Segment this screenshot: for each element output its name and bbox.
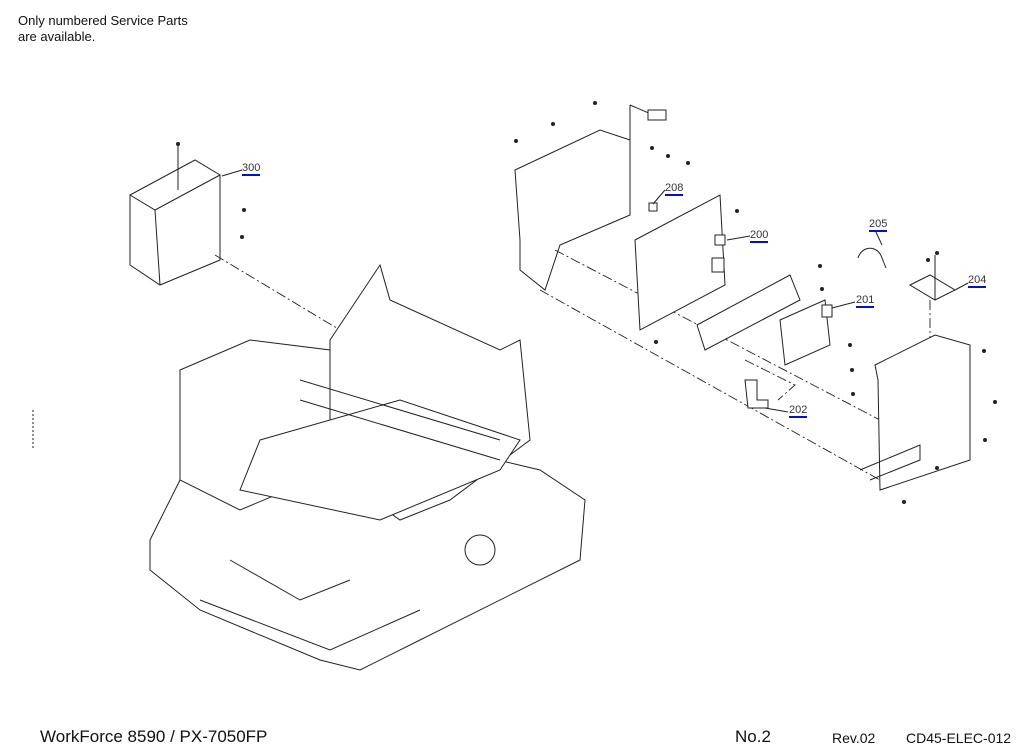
callout-204[interactable]: 204 (968, 274, 987, 288)
footer-model: WorkForce 8590 / PX-7050FP (40, 727, 268, 746)
callout-200[interactable]: 200 (750, 229, 769, 243)
note-line-2: are available. (18, 29, 96, 44)
note-line-1: Only numbered Service Parts (18, 13, 188, 28)
footer-page-number: No.2 (735, 727, 771, 746)
part-300-board-housing (129, 142, 246, 286)
part-204-board (908, 251, 957, 340)
part-202-cable (744, 359, 796, 409)
callout-205[interactable]: 205 (869, 218, 888, 232)
callout-208[interactable]: 208 (665, 182, 684, 196)
part-201-board (696, 264, 855, 396)
main-board-bracket (514, 101, 690, 291)
printer-main-body (149, 263, 586, 671)
service-parts-note: Only numbered Service Parts are availabl… (18, 13, 188, 45)
callout-201[interactable]: 201 (856, 294, 875, 308)
footer-revision: Rev.02 (832, 730, 876, 746)
lower-shield-frame (859, 334, 997, 504)
part-200-main-board (634, 194, 739, 344)
callout-202[interactable]: 202 (789, 404, 808, 418)
callout-300[interactable]: 300 (242, 162, 261, 176)
footer-document-code: CD45-ELEC-012 (906, 730, 1012, 746)
part-205-cable (857, 247, 887, 269)
